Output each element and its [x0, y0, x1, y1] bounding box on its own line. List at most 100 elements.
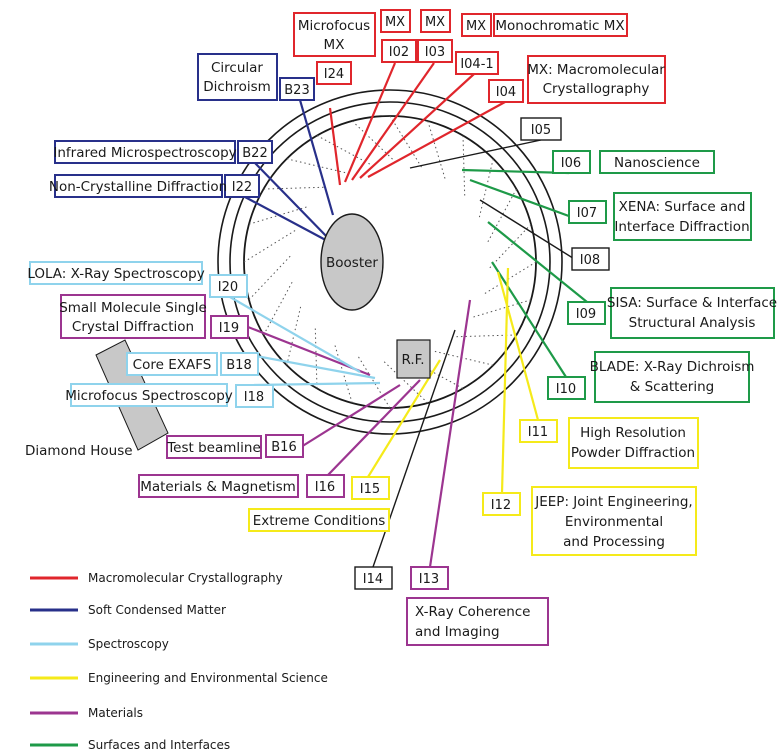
xray-coherence-line1: X-Ray Coherence — [415, 604, 530, 620]
legend-label-eng: Engineering and Environmental Science — [88, 671, 328, 685]
code-i11: I11 — [528, 425, 548, 440]
ray-i03 — [351, 62, 435, 181]
ray-i24 — [328, 107, 342, 186]
dotted-guide — [248, 255, 291, 301]
powder-line2: Powder Diffraction — [571, 445, 695, 461]
beamline-descriptions: Microfocus MX Monochromatic MX MX: Macro… — [27, 12, 777, 646]
xena-line2: Interface Diffraction — [614, 219, 749, 235]
nanoscience-label: Nanoscience — [614, 155, 700, 171]
dotted-guides — [243, 115, 537, 409]
core-exafs-label: Core EXAFS — [133, 357, 212, 373]
xray-coherence-line2: and Imaging — [415, 624, 500, 640]
jeep-line3: and Processing — [563, 534, 665, 550]
code-i09: I09 — [576, 307, 596, 322]
sisa-line2: Structural Analysis — [629, 315, 756, 331]
code-b18: B18 — [226, 358, 251, 373]
legend-label-soft: Soft Condensed Matter — [88, 603, 226, 617]
blade-line2: & Scattering — [630, 379, 714, 395]
dotted-guide — [478, 158, 494, 218]
ray-i05 — [409, 139, 542, 169]
legend-label-mx: Macromolecular Crystallography — [88, 571, 283, 585]
rf-label: R.F. — [401, 352, 424, 368]
dotted-guide — [248, 206, 307, 225]
ray-b22 — [254, 162, 331, 241]
dotted-guide — [286, 158, 346, 174]
beamline-codes: MX MX MX I02 I03 I04-1 I04 I24 B23 B22 I… — [209, 9, 610, 590]
sisa-line1: SISA: Surface & Interface — [607, 295, 777, 311]
diamond-house-label: Diamond House — [25, 443, 133, 459]
dotted-guide — [316, 135, 371, 165]
code-i04: I04 — [496, 85, 516, 100]
dotted-guide — [473, 299, 532, 318]
code-i16: I16 — [315, 480, 335, 495]
code-i07: I07 — [577, 206, 597, 221]
circular-dichroism-line1: Circular — [211, 60, 263, 76]
powder-line1: High Resolution — [580, 425, 686, 441]
dotted-guide — [487, 188, 517, 243]
ray-i06 — [461, 168, 570, 175]
rf-cavity: R.F. — [396, 339, 431, 379]
code-i14: I14 — [363, 572, 383, 587]
code-i03: I03 — [425, 45, 445, 60]
ray-b16 — [284, 384, 401, 458]
ray-i18 — [253, 381, 381, 387]
non-crystalline-label: Non-Crystalline Diffraction — [49, 179, 227, 195]
ray-i20 — [229, 296, 361, 373]
xena-line1: XENA: Surface and — [619, 199, 746, 215]
code-mx-1: MX — [385, 15, 405, 30]
booster: Booster — [320, 213, 384, 311]
dotted-guide — [351, 120, 397, 163]
materials-magnetism-label: Materials & Magnetism — [140, 479, 296, 495]
lola-label: LOLA: X-Ray Spectroscopy — [27, 266, 204, 282]
ray-b18 — [239, 351, 376, 380]
code-i10: I10 — [556, 382, 576, 397]
ray-i11 — [496, 271, 540, 421]
ray-i04-1 — [359, 73, 475, 179]
code-i22: I22 — [232, 180, 252, 195]
monochromatic-mx-label: Monochromatic MX — [495, 18, 624, 34]
dotted-guide — [484, 261, 537, 294]
ray-i02 — [343, 62, 397, 183]
dotted-guide — [334, 345, 353, 404]
code-i20: I20 — [218, 280, 238, 295]
code-i19: I19 — [219, 321, 239, 336]
dotted-guide — [243, 230, 296, 263]
dotted-guide — [462, 135, 466, 196]
microfocus-mx-line2: MX — [324, 37, 345, 53]
circular-dichroism-line2: Dichroism — [203, 79, 271, 95]
blade-line1: BLADE: X-Ray Dichroism — [590, 359, 755, 375]
test-beamline-label: Test beamline — [166, 440, 261, 456]
dotted-guide — [489, 223, 532, 269]
ray-b23 — [298, 99, 335, 216]
legend: Macromolecular Crystallography Soft Cond… — [30, 571, 328, 752]
ray-i10 — [491, 261, 567, 378]
extreme-conditions-label: Extreme Conditions — [253, 513, 386, 529]
code-i15: I15 — [360, 482, 380, 497]
dotted-guide — [286, 306, 302, 366]
code-i08: I08 — [580, 253, 600, 268]
code-i05: I05 — [531, 123, 551, 138]
jeep-line1: JEEP: Joint Engineering, — [534, 494, 692, 510]
code-i04-1: I04-1 — [460, 57, 493, 72]
ray-i09 — [487, 221, 588, 303]
ray-i12 — [500, 267, 510, 494]
ray-i13 — [428, 299, 472, 568]
legend-label-mat: Materials — [88, 706, 143, 720]
microfocus-spectroscopy-label: Microfocus Spectroscopy — [65, 388, 233, 404]
dotted-guide — [358, 356, 391, 409]
infrared-label: Infrared Microspectroscopy — [53, 145, 236, 161]
code-i02: I02 — [389, 45, 409, 60]
code-i24: I24 — [324, 67, 344, 82]
jeep-line2: Environmental — [565, 514, 663, 530]
dotted-guide — [383, 361, 429, 404]
ray-i04 — [367, 101, 506, 178]
booster-label: Booster — [326, 255, 378, 271]
mx-macro-line2: Crystallography — [543, 81, 650, 97]
code-mx-2: MX — [425, 15, 445, 30]
legend-label-surf: Surfaces and Interfaces — [88, 738, 230, 752]
microfocus-mx-line1: Microfocus — [298, 18, 370, 34]
mx-macro-line1: MX: Macromolecular — [527, 62, 665, 78]
code-b16: B16 — [271, 440, 296, 455]
code-i06: I06 — [561, 156, 581, 171]
